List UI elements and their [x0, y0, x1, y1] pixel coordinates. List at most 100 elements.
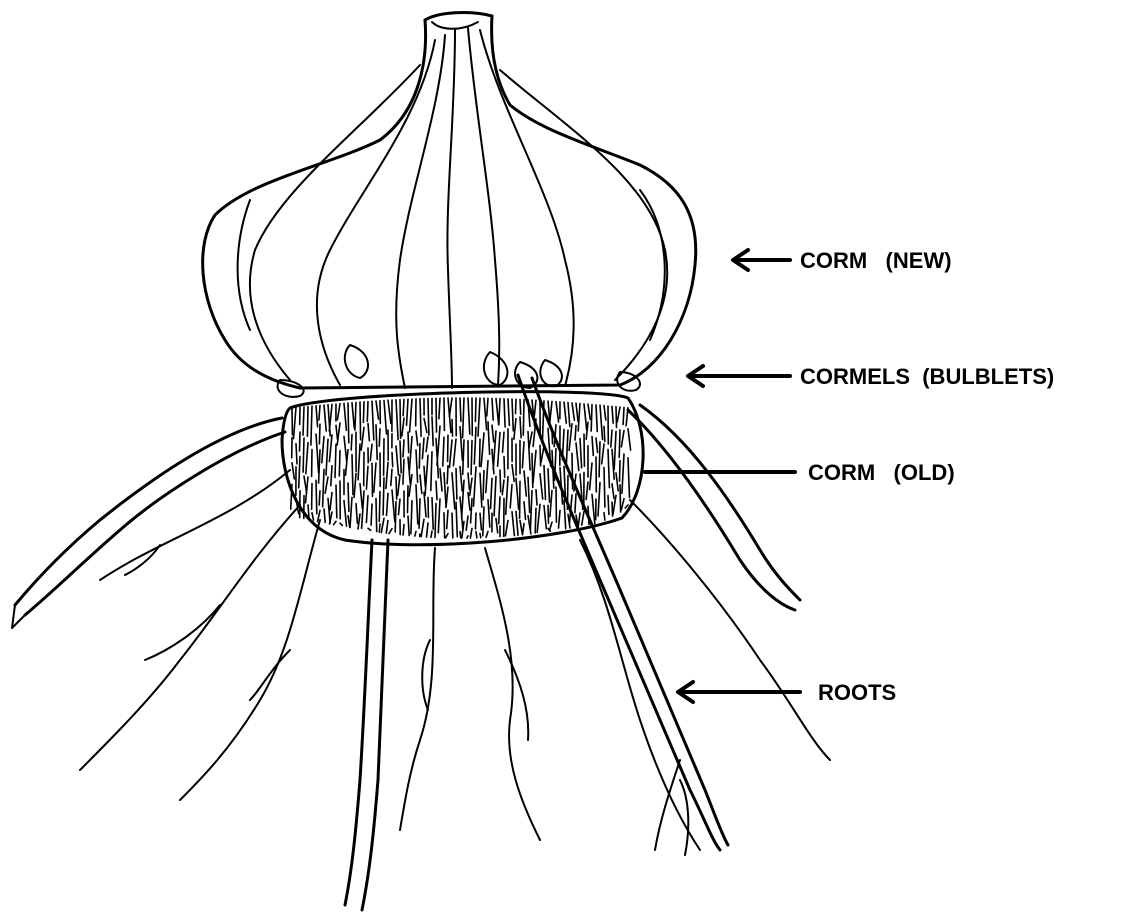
hatch-stroke: [474, 467, 477, 506]
hatch-stroke: [408, 432, 409, 453]
hatch-stroke: [396, 446, 399, 475]
hatch-stroke: [544, 506, 546, 529]
hatch-stroke: [592, 437, 593, 456]
hatch-stroke: [352, 403, 354, 429]
hatch-stroke: [575, 494, 576, 513]
hatch-stroke: [535, 508, 536, 533]
hatch-stroke: [431, 531, 432, 537]
hatch-stroke: [516, 478, 519, 509]
hatch-stroke: [446, 487, 448, 507]
hatch-stroke: [374, 463, 376, 492]
hatch-stroke: [366, 466, 368, 489]
hatch-stroke: [598, 483, 600, 516]
hatch-stroke: [470, 478, 472, 495]
hatch-stroke: [496, 519, 498, 533]
hatch-stroke: [588, 404, 590, 419]
hatch-stroke: [316, 480, 317, 513]
hatch-stroke: [564, 402, 566, 423]
hatch-stroke: [520, 400, 521, 415]
hatch-stroke: [502, 480, 504, 495]
hatch-stroke: [319, 450, 320, 483]
hatch-stroke: [372, 463, 373, 496]
hatch-stroke: [329, 435, 332, 462]
hatch-stroke: [491, 478, 493, 508]
hatch-stroke: [440, 469, 442, 491]
hatch-stroke: [622, 454, 624, 493]
hatch-stroke: [468, 398, 470, 434]
hatch-stroke: [522, 442, 524, 468]
hatch-stroke: [358, 444, 360, 480]
hatch-stroke: [447, 466, 448, 484]
hatch-stroke: [376, 425, 377, 460]
hatch-stroke: [476, 513, 477, 529]
hatch-stroke: [608, 449, 609, 487]
hatch-stroke: [452, 473, 455, 509]
hatch-stroke: [371, 504, 372, 525]
hatch-stroke: [499, 399, 500, 425]
hatch-stroke: [572, 403, 574, 420]
hatch-stroke: [550, 491, 552, 517]
hatch-stroke: [311, 406, 312, 445]
hatch-stroke: [403, 440, 404, 457]
hatch-stroke: [463, 440, 464, 475]
hatch-stroke: [323, 469, 324, 506]
hatch-stroke: [396, 400, 398, 440]
hatch-stroke: [586, 482, 588, 499]
hatch-stroke: [425, 455, 428, 495]
hatch-stroke: [471, 499, 472, 523]
hatch-stroke: [460, 398, 461, 421]
hatch-stroke: [403, 399, 404, 415]
hatch-stroke: [427, 523, 429, 537]
hatch-stroke: [424, 466, 425, 486]
hatch-stroke: [432, 417, 433, 446]
hatch-stroke: [528, 432, 530, 470]
hatch-stroke: [402, 418, 404, 436]
hatch-stroke: [391, 469, 392, 485]
leader-arrow-corm-new: [733, 250, 790, 270]
hatch-stroke: [569, 424, 572, 451]
hatch-stroke: [356, 504, 357, 524]
hatch-stroke: [628, 429, 631, 450]
hatch-stroke: [300, 432, 301, 451]
hatch-stroke: [492, 425, 494, 442]
hatch-stroke: [480, 473, 482, 507]
hatch-stroke: [446, 534, 448, 538]
hatch-stroke: [444, 513, 445, 538]
hatch-stroke: [387, 493, 389, 515]
hatch-stroke: [530, 491, 532, 530]
hatch-stroke: [368, 528, 371, 530]
hatch-stroke: [319, 424, 320, 444]
hatch-stroke: [508, 399, 509, 425]
hatch-stroke: [358, 514, 360, 529]
label-cormels: CORMELS (BULBLETS): [800, 366, 1054, 388]
hatch-stroke: [510, 485, 512, 508]
hatch-stroke: [316, 434, 319, 473]
hatch-stroke: [439, 398, 440, 419]
hatch-stroke: [348, 403, 349, 443]
hatch-stroke: [416, 485, 418, 524]
hatch-stroke: [584, 404, 587, 430]
hatch-stroke: [512, 399, 513, 431]
hatch-stroke: [488, 500, 490, 527]
hatch-stroke: [623, 407, 624, 424]
hatch-stroke: [591, 405, 592, 432]
hatch-stroke: [556, 402, 559, 422]
hatch-stroke: [548, 505, 549, 523]
hatch-stroke: [505, 521, 508, 536]
hatch-stroke: [500, 470, 501, 492]
hatch-stroke: [379, 492, 380, 522]
hatch-stroke: [438, 499, 440, 533]
hatch-stroke: [537, 504, 540, 532]
hatch-stroke: [335, 444, 336, 477]
hatch-stroke: [363, 402, 364, 423]
hatch-stroke: [596, 405, 597, 432]
hatch-stroke: [568, 403, 570, 427]
hatch-stroke: [559, 510, 561, 528]
hatch-stroke: [292, 463, 294, 479]
hatch-stroke: [621, 499, 624, 510]
hatch-stroke: [366, 496, 368, 523]
hatch-stroke: [420, 399, 421, 437]
hatch-stroke: [471, 441, 472, 475]
hatch-stroke: [590, 463, 592, 490]
hatch-stroke: [410, 399, 412, 432]
